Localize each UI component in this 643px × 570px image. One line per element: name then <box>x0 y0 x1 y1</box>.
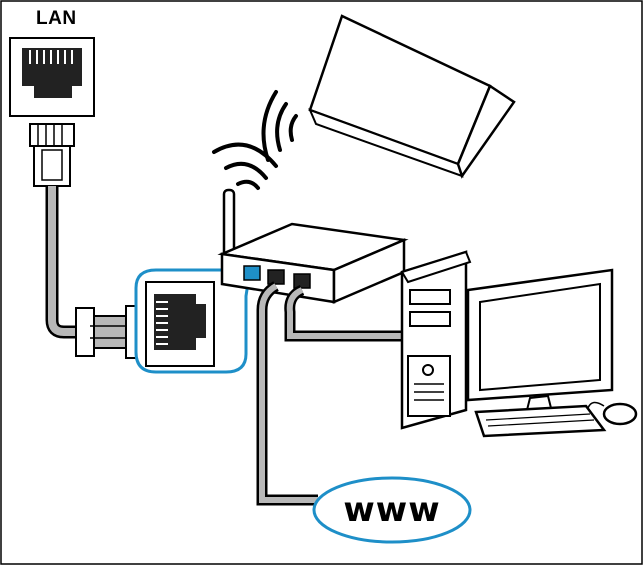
lan-label: LAN <box>36 8 77 29</box>
rj45-side-plug-icon <box>75 305 143 359</box>
router-www-cable <box>256 281 318 506</box>
router-pc-cable <box>284 284 408 342</box>
wifi-waves-router-icon <box>212 142 278 190</box>
wifi-waves-icon <box>261 90 298 162</box>
globe-www-icon <box>312 476 472 544</box>
mouse-icon <box>587 401 638 426</box>
rj45-plug-icon <box>29 123 75 187</box>
lan-cable <box>45 186 84 339</box>
keyboard-icon <box>474 404 607 438</box>
port-zoom-highlight <box>134 268 257 374</box>
www-label: www <box>343 490 441 530</box>
desktop-computer-icon <box>400 250 472 430</box>
monitor-icon <box>466 268 614 416</box>
ethernet-port-icon <box>9 37 95 117</box>
laptop-icon <box>308 14 516 179</box>
router-icon <box>217 188 409 304</box>
